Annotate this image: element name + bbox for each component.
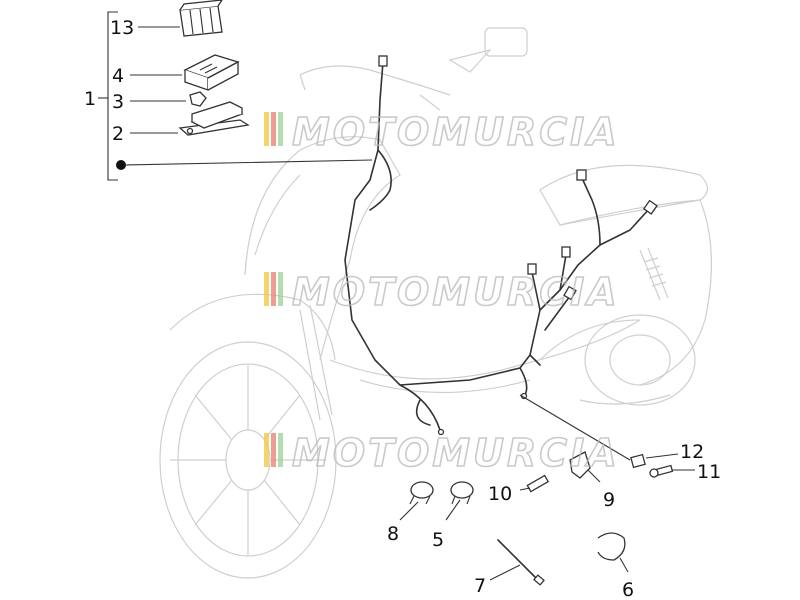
- watermark-3: MOTOMURCIA: [264, 430, 620, 476]
- watermark-flag-stripe: [271, 112, 276, 146]
- part-11-screw: [649, 464, 695, 478]
- group-bracket: [98, 11, 373, 181]
- scooter-ghost-outline: [159, 27, 713, 579]
- callout-6: 6: [622, 579, 634, 600]
- watermark-flag-stripe: [278, 433, 283, 467]
- part-2-fuse-holder: [178, 101, 250, 136]
- part-5-hose-clamp: [445, 481, 474, 521]
- watermark-2: MOTOMURCIA: [264, 269, 620, 315]
- watermark-flag-stripe: [264, 433, 269, 467]
- callout-13: 13: [110, 17, 134, 39]
- watermark-flag-stripe: [264, 112, 269, 146]
- callout-5: 5: [432, 529, 444, 551]
- callout-12: 12: [680, 441, 704, 463]
- watermark-text-3: MOTOMURCIA: [292, 431, 620, 475]
- callout-4: 4: [112, 65, 124, 87]
- watermark-flag-stripe: [278, 112, 283, 146]
- watermark-1: MOTOMURCIA: [264, 109, 620, 155]
- callout-8: 8: [387, 523, 399, 545]
- watermark-flag-stripe: [271, 433, 276, 467]
- callout-11: 11: [697, 461, 721, 483]
- watermark-text-2: MOTOMURCIA: [292, 270, 620, 314]
- watermark-group: MOTOMURCIA MOTOMURCIA MOTOMURCIA: [264, 109, 620, 476]
- part-10-screw: [519, 474, 550, 493]
- watermark-text-1: MOTOMURCIA: [292, 110, 620, 154]
- wiring-harness: [344, 55, 658, 436]
- callout-3: 3: [112, 91, 124, 113]
- part-4-fuse-box-cover: [183, 54, 240, 91]
- part-12-nut: [519, 394, 679, 469]
- callout-10: 10: [488, 483, 512, 505]
- callout-2: 2: [112, 123, 124, 145]
- part-8-hose-clamp: [399, 481, 434, 521]
- watermark-flag-stripe: [271, 272, 276, 306]
- callout-9: 9: [603, 489, 615, 511]
- part-7-cable-tie: [489, 539, 545, 586]
- callout-labels: 13 4 1 3 2 12 11 10 9 8 5 7 6: [84, 17, 721, 600]
- callout-7: 7: [474, 575, 486, 597]
- part-13-connector-block: [179, 0, 223, 37]
- part-6-band: [597, 532, 629, 573]
- part-9-cable-clip: [569, 451, 601, 483]
- watermark-flag-stripe: [278, 272, 283, 306]
- part-3-clip: [189, 91, 207, 107]
- callout-1: 1: [84, 88, 96, 110]
- watermark-flag-stripe: [264, 272, 269, 306]
